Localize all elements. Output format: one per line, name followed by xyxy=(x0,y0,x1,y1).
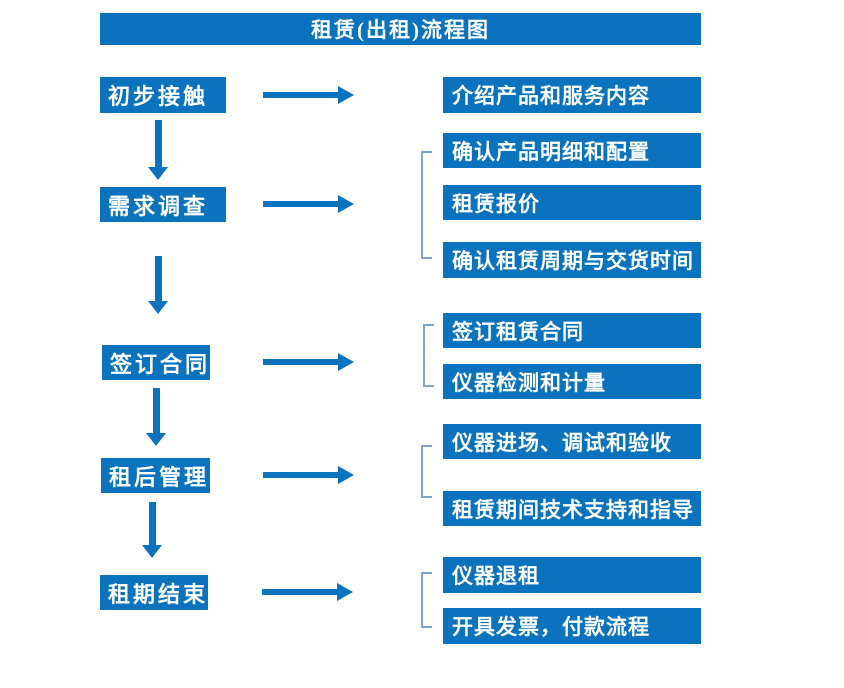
arrow-head xyxy=(337,583,353,601)
arrow-head xyxy=(338,466,354,484)
arrow-shaft xyxy=(263,201,339,207)
detail-label: 租赁报价 xyxy=(452,191,540,216)
arrow-down-icon xyxy=(142,502,162,558)
step-box-post-rental-management: 租后管理 xyxy=(101,458,210,493)
arrow-shaft xyxy=(155,256,162,302)
step-label: 初步接触 xyxy=(108,84,209,109)
detail-box-instrument-testing-metering: 仪器检测和计量 xyxy=(443,364,701,399)
detail-label: 仪器退租 xyxy=(452,564,540,588)
arrow-shaft xyxy=(155,120,162,168)
detail-box-introduce-products-services: 介绍产品和服务内容 xyxy=(443,77,701,113)
arrow-down-icon xyxy=(148,120,168,180)
detail-label: 确认租赁周期与交货时间 xyxy=(452,249,694,273)
step-label: 需求调查 xyxy=(108,193,209,219)
arrow-head xyxy=(148,167,168,180)
detail-label: 介绍产品和服务内容 xyxy=(452,84,650,108)
arrow-shaft xyxy=(263,359,339,365)
detail-label: 签订租赁合同 xyxy=(452,319,584,344)
arrow-shaft xyxy=(263,472,339,478)
step-box-demand-survey: 需求调查 xyxy=(100,187,226,222)
detail-box-rental-quotation: 租赁报价 xyxy=(443,185,701,220)
group-bracket xyxy=(421,445,432,498)
detail-label: 租赁期间技术支持和指导 xyxy=(452,497,694,522)
arrow-down-icon xyxy=(146,388,166,446)
arrow-head xyxy=(338,86,354,104)
detail-box-rental-tech-support-guidance: 租赁期间技术支持和指导 xyxy=(443,491,701,526)
group-bracket xyxy=(421,572,432,628)
arrow-right-icon xyxy=(262,583,353,601)
detail-label: 开具发票，付款流程 xyxy=(452,615,650,639)
group-bracket xyxy=(421,151,432,259)
arrow-shaft xyxy=(149,502,156,546)
detail-box-sign-rental-contract: 签订租赁合同 xyxy=(443,313,701,348)
arrow-head xyxy=(146,433,166,446)
detail-box-invoice-payment-process: 开具发票，付款流程 xyxy=(443,608,701,644)
step-box-initial-contact: 初步接触 xyxy=(100,77,226,113)
arrow-right-icon xyxy=(263,195,354,213)
arrow-shaft xyxy=(262,589,338,595)
arrow-head xyxy=(148,301,168,314)
detail-box-instrument-entry-debug-acceptance: 仪器进场、调试和验收 xyxy=(443,424,701,459)
arrow-right-icon xyxy=(263,86,354,104)
group-bracket xyxy=(423,324,434,387)
detail-label: 仪器进场、调试和验收 xyxy=(452,430,672,455)
diagram-title-bar: 租赁(出租)流程图 xyxy=(100,13,701,45)
arrow-shaft xyxy=(153,388,160,434)
detail-box-confirm-rental-period-delivery: 确认租赁周期与交货时间 xyxy=(443,242,701,278)
step-box-rental-end: 租期结束 xyxy=(100,575,208,610)
diagram-title: 租赁(出租)流程图 xyxy=(311,18,490,42)
detail-box-instrument-return: 仪器退租 xyxy=(443,557,701,593)
arrow-shaft xyxy=(263,92,339,98)
detail-label: 仪器检测和计量 xyxy=(452,370,606,395)
detail-box-confirm-product-details-config: 确认产品明细和配置 xyxy=(443,133,701,168)
detail-label: 确认产品明细和配置 xyxy=(452,139,650,164)
arrow-head xyxy=(338,353,354,371)
step-box-sign-contract: 签订合同 xyxy=(102,345,210,380)
arrow-right-icon xyxy=(263,353,354,371)
step-label: 签订合同 xyxy=(110,351,211,377)
step-label: 租期结束 xyxy=(108,581,209,607)
arrow-head xyxy=(338,195,354,213)
arrow-head xyxy=(142,545,162,558)
arrow-right-icon xyxy=(263,466,354,484)
arrow-down-icon xyxy=(148,256,168,314)
step-label: 租后管理 xyxy=(109,464,210,490)
